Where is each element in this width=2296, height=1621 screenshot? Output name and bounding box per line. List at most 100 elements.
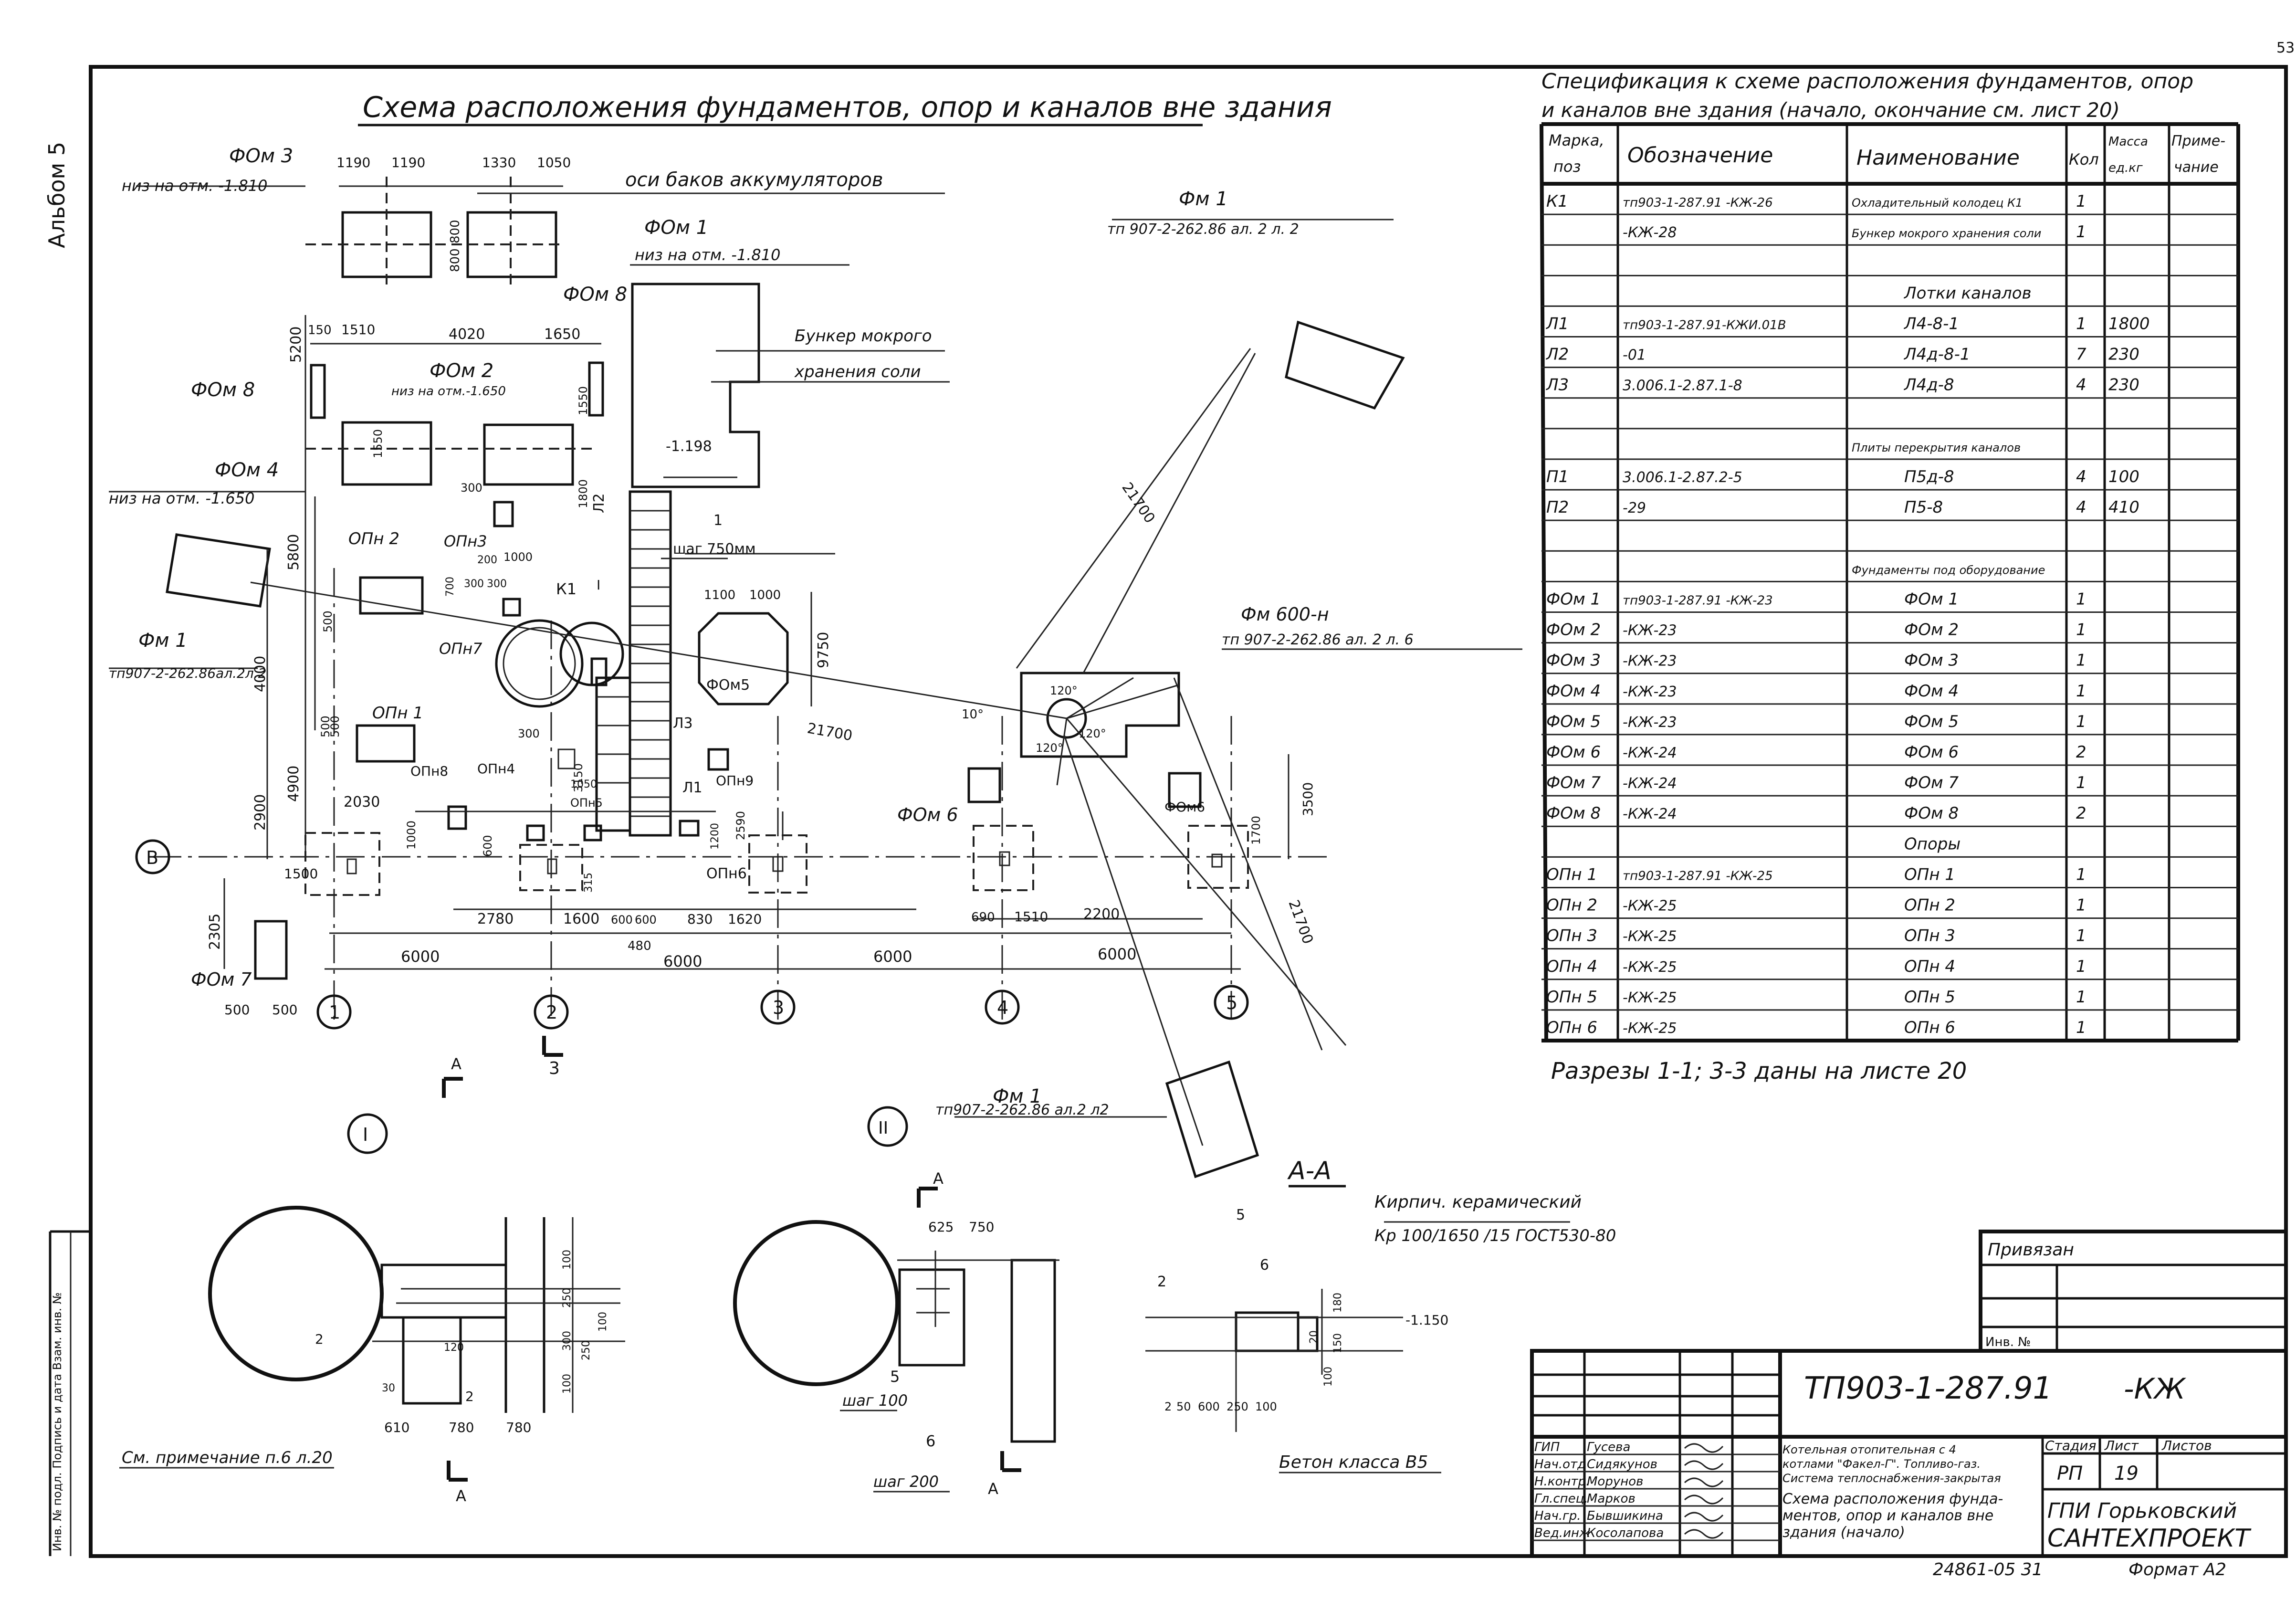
- section-3-marker: 3: [549, 1059, 560, 1078]
- stage-value: РП: [2057, 1463, 2083, 1484]
- detail-i-marker: I: [597, 577, 600, 593]
- detail-i-dim-250-b: 250: [580, 1340, 592, 1360]
- fom4-label: ФОм 4: [215, 459, 279, 481]
- dim-800-b: 800: [448, 248, 462, 272]
- axis-bubble-4: [985, 989, 1020, 1025]
- spec-cell: -КЖ-24: [1623, 806, 1677, 822]
- foundation-fom4: [341, 421, 432, 486]
- dim-700: 700: [444, 577, 456, 597]
- dim-5800: 5800: [285, 534, 302, 570]
- dim-690: 690: [971, 910, 995, 925]
- spec-header-name: Наименование: [1856, 146, 2020, 170]
- sheet-value: 19: [2114, 1463, 2139, 1484]
- privyazan-label: Привязан: [1988, 1240, 2074, 1260]
- spec-cell: 4: [2076, 467, 2086, 486]
- dim-4000: 4000: [252, 656, 269, 692]
- spec-cell: Л3: [1545, 376, 1569, 395]
- dim-830: 830: [687, 911, 713, 927]
- dim-500-d: 500: [224, 1002, 250, 1018]
- dim-1200: 1200: [709, 823, 721, 850]
- org-name-2: САНТЕХПРОЕКТ: [2047, 1524, 2252, 1553]
- dim-1100: 1100: [704, 588, 735, 602]
- spec-cell: -КЖ-24: [1623, 775, 1677, 792]
- sheet-frame: [89, 65, 2288, 1558]
- spec-cell: ФОм 7: [1904, 773, 1959, 792]
- fm1-left-ref: тп907-2-262.86ал.2л.2: [109, 665, 266, 681]
- desc2-line2: ментов, опор и каналов вне: [1782, 1507, 1993, 1524]
- dim-1050-a: 1050: [537, 155, 571, 170]
- signature-mark: [1684, 1495, 1724, 1505]
- opn6-label: ОПн6: [706, 865, 747, 882]
- spec-cell: ОПн 3: [1546, 926, 1597, 946]
- side-stamp-text: Инв. № подл. Подпись и дата Взам. инв. №: [51, 1292, 64, 1551]
- dim-5200: 5200: [288, 326, 304, 363]
- detail-ii-dim-625: 625: [928, 1219, 954, 1235]
- paper-format: Формат А2: [2128, 1560, 2226, 1579]
- fm600-ref: тп 907-2-262.86 ал. 2 л. 6: [1222, 632, 1414, 648]
- spec-cell: ФОм 5: [1546, 712, 1601, 731]
- title-role: Нач.гр.: [1534, 1509, 1581, 1523]
- spec-cell: П2: [1546, 498, 1569, 517]
- detail-i-dim-100-a: 100: [561, 1250, 573, 1270]
- spec-cell: -КЖ-23: [1623, 622, 1677, 639]
- spec-cell: 1: [2076, 682, 2086, 701]
- spec-cell: Л4д-8: [1903, 376, 1954, 395]
- spec-cell: ФОм 1: [1546, 589, 1601, 609]
- spec-cell: ОПн 5: [1904, 988, 1955, 1007]
- k1-label: К1: [556, 580, 577, 598]
- spec-cell: ФОм 5: [1904, 712, 1959, 731]
- fm1-bottom-ref: тп907-2-262.86 ал.2 л2: [935, 1102, 1109, 1118]
- title-role: Нач.отд: [1534, 1457, 1586, 1472]
- spec-cell: Бункер мокрого хранения соли: [1852, 227, 2041, 240]
- brick-label: Кирпич. керамический: [1374, 1192, 1582, 1212]
- spec-cell: 1: [2076, 315, 2086, 334]
- spec-cell: ОПн 2: [1904, 896, 1955, 915]
- fom2-label: ФОм 2: [430, 360, 493, 382]
- fm1-top-ref: тп 907-2-262.86 ал. 2 л. 2: [1107, 221, 1299, 238]
- spec-cell: ФОм 8: [1904, 804, 1959, 823]
- dim-1800: 1800: [577, 479, 590, 508]
- axis-b-label: В: [146, 847, 158, 868]
- foundation-fom8-left: [310, 364, 326, 419]
- opn1-label: ОПн 1: [372, 704, 423, 723]
- desc1-line3: Система теплоснабжения-закрытая: [1782, 1472, 2001, 1485]
- spec-cell: ОПн 4: [1546, 957, 1597, 976]
- detail-i-dim-120: 120: [444, 1342, 464, 1354]
- title-person: Гусева: [1587, 1440, 1630, 1454]
- spec-cell: 3.006.1-2.87.2-5: [1623, 469, 1742, 486]
- angle-120-b: 120°: [1036, 741, 1063, 755]
- dim-1510: 1510: [341, 322, 375, 337]
- detail-i-bubble: [347, 1113, 388, 1154]
- dim-1000-b: 1000: [749, 588, 781, 602]
- detail-i-circle: [208, 1206, 384, 1381]
- desc1-line2: котлами "Факел-Г". Топливо-газ.: [1782, 1457, 1981, 1471]
- spec-cell: ФОм 1: [1904, 589, 1959, 609]
- foundation-fom6-a: [967, 767, 1001, 803]
- dim-300-a: 300: [461, 481, 482, 495]
- spec-cell: 1: [2076, 1018, 2086, 1037]
- signature-mark: [1684, 1443, 1724, 1453]
- spec-cell: 100: [2108, 467, 2139, 486]
- support-opn3: [493, 501, 514, 527]
- spec-cell: 1: [2076, 222, 2086, 242]
- section-dim-50: 50: [1176, 1400, 1191, 1413]
- spec-cell: 410: [2108, 498, 2139, 517]
- tank-fm1-left: [166, 533, 271, 608]
- angle-10: 10°: [962, 707, 984, 722]
- dim-21700-b: 21700: [806, 720, 854, 744]
- spec-cell: ОПн 1: [1546, 865, 1597, 884]
- dim-1330: 1330: [482, 155, 516, 170]
- dim-1600: 1600: [563, 911, 599, 927]
- title-role: Вед.инж: [1534, 1526, 1591, 1540]
- dim-1000-c: 1000: [405, 821, 418, 850]
- spec-header-note1: Приме-: [2171, 133, 2225, 149]
- tank-fm1-bottom: [1165, 1060, 1259, 1179]
- dim-200: 200: [477, 554, 497, 566]
- spec-cell: ФОм 2: [1904, 621, 1959, 640]
- main-title: Схема расположения фундаментов, опор и к…: [363, 91, 1332, 124]
- dim-300-b: 300: [464, 578, 484, 590]
- bunker-label-line2: хранения соли: [794, 362, 921, 381]
- detail-ii-title: II: [878, 1118, 888, 1138]
- section-dim-150: 150: [1332, 1333, 1344, 1353]
- spec-header-designation: Обозначение: [1627, 143, 1773, 168]
